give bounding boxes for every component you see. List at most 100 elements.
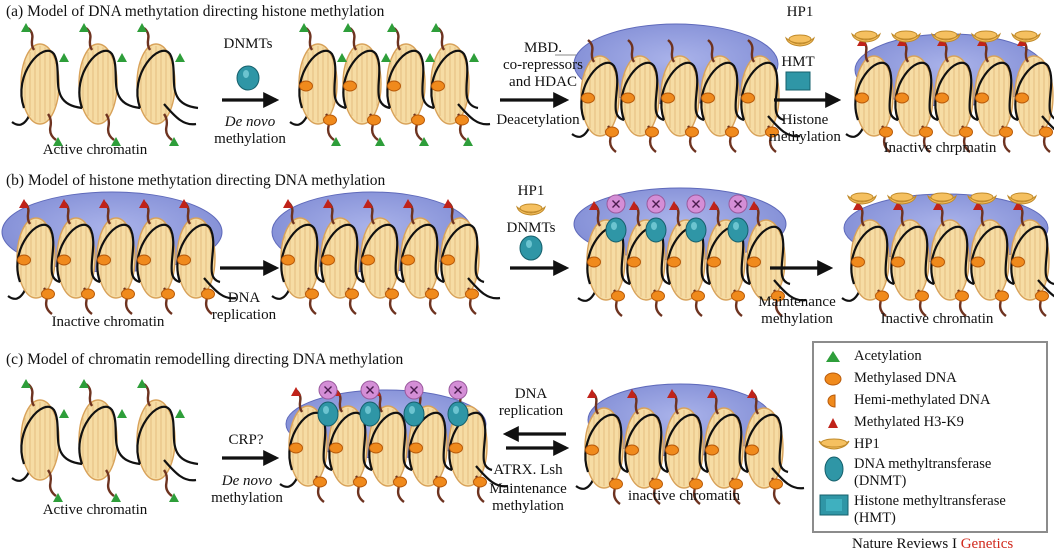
methyl-dna-mark (121, 288, 135, 300)
dna-wrap (136, 49, 199, 110)
methyl-dna-mark (587, 256, 601, 268)
panel-c-denovo-label: De novo (221, 473, 273, 489)
dna-strand (1037, 279, 1054, 298)
methyl-dna-mark (411, 114, 425, 126)
panel-b-left-label: Inactive chromatin (51, 314, 165, 330)
methylated-h3k9-mark (291, 387, 301, 396)
x-glyph (652, 200, 660, 208)
methylated-h3k9-mark (99, 199, 109, 208)
hp1-protein (1011, 32, 1041, 43)
methyl-dna-mark (667, 256, 681, 268)
panel-a-dnmts-label: DNMTs (223, 36, 273, 52)
dnmt-highlight (526, 240, 532, 248)
methylated-h3k9-mark (933, 201, 943, 210)
histone-tail (707, 39, 716, 63)
methyl-dna-mark (851, 256, 865, 268)
methyl-dna-mark (585, 444, 599, 456)
dna-wrap (136, 405, 199, 466)
teal-square-icon (819, 494, 849, 516)
acetylation-mark (53, 493, 63, 502)
methyl-dna-mark (741, 92, 755, 104)
methyl-dna-mark (1039, 126, 1053, 138)
hp1-crescent-icon (818, 438, 850, 450)
methylated-h3k9-mark (323, 199, 333, 208)
methyl-dna-mark (689, 478, 703, 490)
methyl-dna-mark (1011, 256, 1025, 268)
panel-b-right-label: Inactive chromatin (880, 311, 994, 327)
methylated-h3k9-mark (179, 199, 189, 208)
panel-b-dna-label: DNA (227, 290, 261, 306)
dnmt-highlight (365, 406, 371, 414)
methyl-dna-mark (611, 290, 625, 302)
legend: Acetylation Methylased DNA Hemi-methylat… (812, 341, 1048, 533)
acetylation-mark (111, 137, 121, 146)
legend-h3k9: Methylated H3-K9 (854, 414, 964, 430)
dna-strand (767, 115, 801, 138)
dnmt-enzyme (317, 401, 339, 427)
acetylation-mark (175, 409, 185, 418)
dnmt-enzyme (403, 401, 425, 427)
methyl-dna-mark (745, 444, 759, 456)
dnmt-highlight (611, 222, 617, 230)
hp1-protein (854, 30, 878, 40)
dna-wrap (580, 61, 625, 122)
methyl-dna-mark (387, 80, 401, 92)
acetylation-mark (79, 23, 89, 32)
panel-a-title: (a) Model of DNA methytation directing h… (6, 3, 385, 20)
dna-wrap (408, 411, 453, 472)
methyl-dna-mark (449, 442, 463, 454)
panel-c-maintenance-label: Maintenance (489, 481, 567, 497)
panel-a-hp1-label: HP1 (786, 4, 814, 20)
histone-tail (27, 383, 36, 407)
histone-tail (747, 39, 756, 63)
legend-acetylation: Acetylation (854, 348, 922, 364)
hp1-protein (850, 192, 874, 202)
dna-wrap (56, 223, 101, 284)
dna-wrap (894, 61, 939, 122)
methyl-dna-mark (649, 478, 663, 490)
dna-wrap (850, 225, 895, 286)
methyl-dna-mark (299, 80, 313, 92)
panel-c-crp-label: CRP? (228, 432, 264, 448)
methylated-h3k9-mark (403, 199, 413, 208)
panel-a-hmethylation-label: methylation (769, 129, 841, 145)
histone-tail (105, 469, 115, 497)
acetylation-mark (59, 53, 69, 62)
histone-tail (85, 27, 94, 51)
legend-hemi-methylated: Hemi-methylated DNA (854, 392, 991, 408)
panel-b-dnmts-label: DNMTs (506, 220, 556, 236)
orange-oval-icon (824, 372, 842, 386)
histone-tail (627, 39, 636, 63)
dnmt-enzyme (236, 65, 260, 91)
methylated-h3k9-mark (709, 201, 719, 210)
methylated-h3k9-mark (973, 201, 983, 210)
panel-c-atrx-label: ATRX. Lsh (493, 462, 563, 478)
half-oval-icon (827, 394, 836, 408)
legend-hmt: Histone methyltransferase (854, 493, 1006, 509)
dnmt-highlight (323, 406, 329, 414)
methyl-dna-mark (971, 256, 985, 268)
methyl-dna-mark (661, 92, 675, 104)
methyl-dna-mark (771, 290, 785, 302)
methylated-h3k9-mark (587, 389, 597, 398)
acetylation-mark (117, 53, 127, 62)
dna-strand (771, 467, 805, 490)
methyl-dna-mark (665, 444, 679, 456)
dna-wrap (624, 413, 669, 474)
dna-wrap (740, 61, 785, 122)
methylated-h3k9-mark (589, 201, 599, 210)
dna-wrap (78, 405, 141, 466)
panel-c-dna-label: DNA (514, 386, 548, 402)
methylated-h3k9-mark (1013, 201, 1023, 210)
methyl-dna-mark (425, 288, 439, 300)
methylated-h3k9-mark (853, 201, 863, 210)
dna-wrap (386, 49, 435, 110)
panel-c-right-label: inactive chromatin (627, 488, 741, 504)
methyl-dna-mark (401, 254, 415, 266)
panel-a-right-label: Inactive chrpmatin (883, 140, 997, 156)
methyl-dna-mark (201, 288, 215, 300)
x-glyph (734, 200, 742, 208)
methyl-dna-mark (725, 126, 739, 138)
histone-tail (163, 469, 173, 497)
